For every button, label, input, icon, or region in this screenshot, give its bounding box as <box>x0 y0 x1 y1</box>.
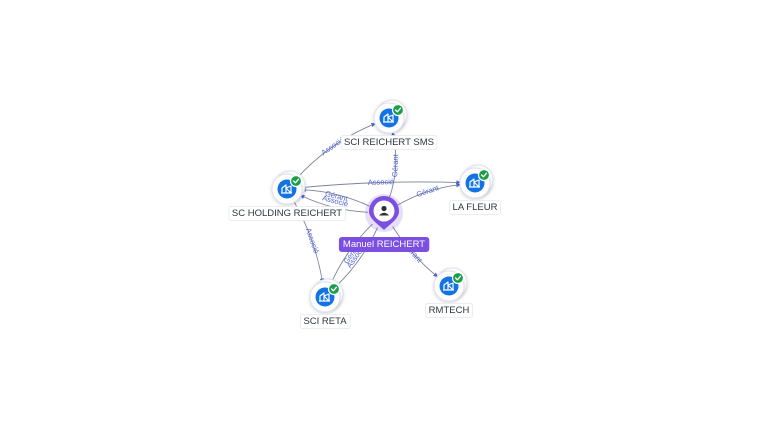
edge-line <box>392 226 438 278</box>
company-node-label: RMTECH <box>425 303 473 318</box>
company-node-label: SCI REICHERT SMS <box>340 135 438 150</box>
nodes-layer: SCI REICHERT SMS SC HOLDING REICHERT LA FL… <box>228 99 501 329</box>
company-node-holding[interactable]: SC HOLDING REICHERT <box>228 170 346 221</box>
company-node-sms[interactable]: SCI REICHERT SMS <box>340 99 438 150</box>
check-badge-icon <box>451 271 465 285</box>
edge-line <box>296 122 376 179</box>
person-name-text: Manuel REICHERT <box>343 239 425 250</box>
company-node-label: SCI RETA <box>300 314 351 329</box>
company-name-text: SCI RETA <box>303 316 347 327</box>
check-badge-icon <box>289 174 303 188</box>
company-node-label: SC HOLDING REICHERT <box>228 206 346 221</box>
company-node-label: LA FLEUR <box>449 200 501 215</box>
person-node[interactable]: Manuel REICHERT <box>338 194 430 252</box>
person-layer: Manuel REICHERT <box>338 194 430 252</box>
edge-label: Gérant <box>390 153 400 177</box>
company-name-text: RMTECH <box>429 305 470 316</box>
person-icon <box>379 205 389 216</box>
edge-line <box>301 187 370 207</box>
edge-line <box>397 182 461 206</box>
company-name-text: LA FLEUR <box>453 202 498 213</box>
edge-label: Associé <box>368 177 395 187</box>
edge-line <box>335 227 378 288</box>
company-node-rmtech[interactable]: RMTECH <box>425 267 473 318</box>
company-name-text: SCI REICHERT SMS <box>344 137 434 148</box>
edge-person-reta: Associé <box>335 227 378 288</box>
check-badge-icon <box>327 282 341 296</box>
edge-line <box>301 180 461 189</box>
person-name-label: Manuel REICHERT <box>338 237 430 252</box>
edge-label: Associé <box>304 227 321 255</box>
company-name-text: SC HOLDING REICHERT <box>232 208 342 219</box>
edge-label: Gérant <box>415 183 440 199</box>
check-badge-icon <box>477 168 491 182</box>
check-badge-icon <box>391 103 405 117</box>
edge-holding-fleur: Associé <box>301 177 461 189</box>
company-node-fleur[interactable]: LA FLEUR <box>449 164 501 215</box>
edge-holding-sms: Associé <box>296 122 376 179</box>
company-node-reta[interactable]: SCI RETA <box>300 278 351 329</box>
